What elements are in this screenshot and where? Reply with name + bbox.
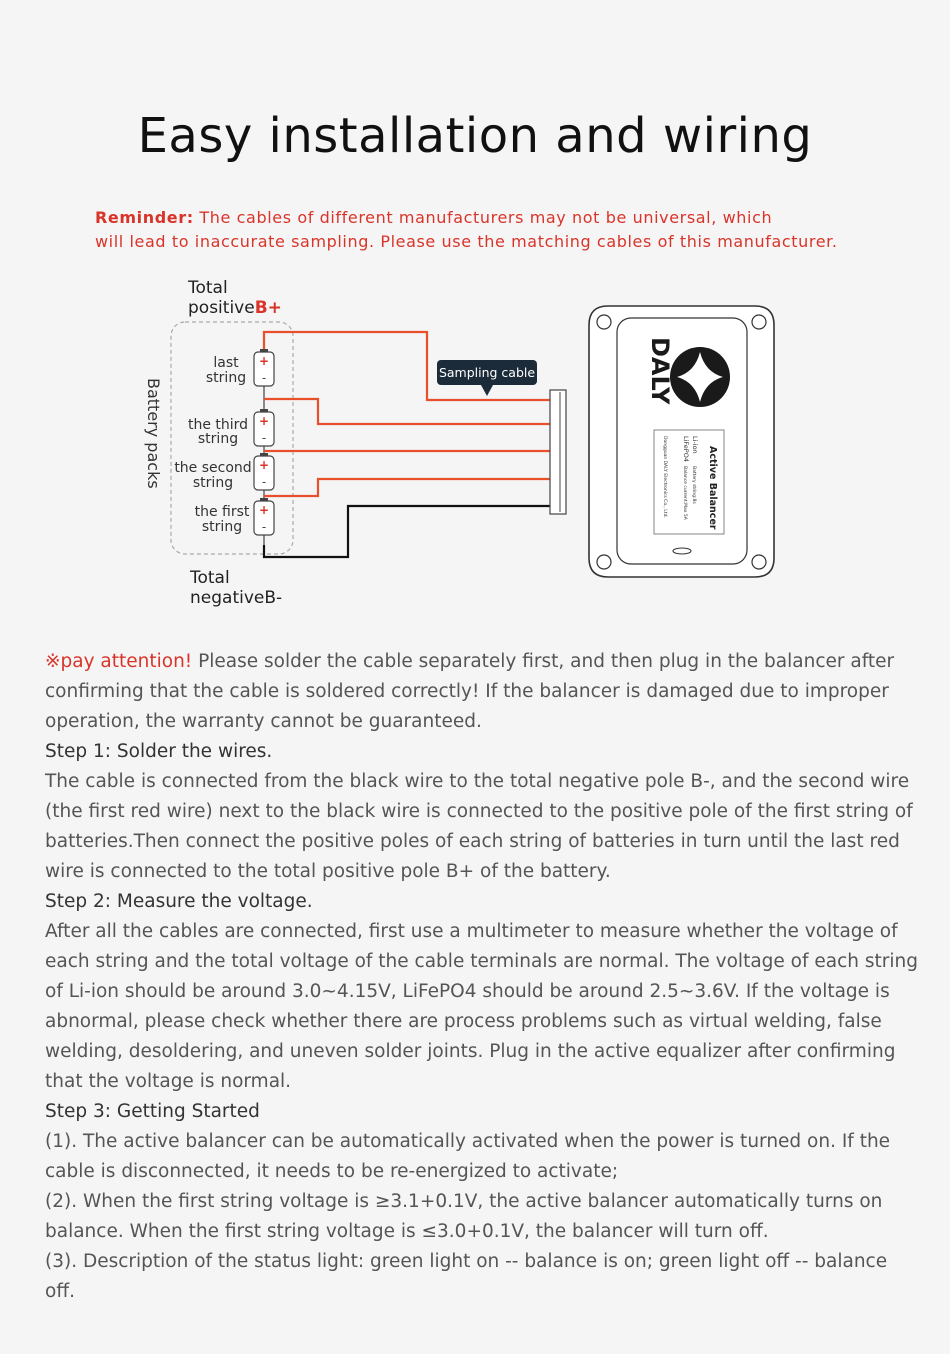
wire-total-negative bbox=[262, 504, 552, 559]
svg-text:-: - bbox=[262, 431, 266, 445]
wire-total-positive bbox=[262, 330, 552, 402]
svg-text:-: - bbox=[262, 520, 266, 534]
battery-cell-last: + - bbox=[253, 349, 275, 387]
battery-cell-second: + - bbox=[253, 453, 275, 491]
battery-cell-first: + - bbox=[253, 498, 275, 536]
string-label-third-1: the third bbox=[188, 417, 248, 433]
active-balancer-device: DALY Active Balancer Li-ion Battery stri… bbox=[588, 305, 775, 578]
device-maker: Dongguan DALY Electronics Co., Ltd. bbox=[662, 436, 668, 518]
svg-text:-: - bbox=[262, 475, 266, 489]
device-name: Active Balancer bbox=[707, 446, 718, 530]
battery-cell-third: + - bbox=[253, 409, 275, 447]
page-title: Easy installation and wiring bbox=[137, 108, 813, 164]
reminder-label: Reminder: bbox=[95, 208, 194, 227]
attention-paragraph: ※pay attention! Please solder the cable … bbox=[45, 647, 920, 737]
device-spec2b: Balance current:Max 5A bbox=[682, 466, 688, 521]
step3-item2: (2). When the first string voltage is ≥3… bbox=[45, 1191, 883, 1242]
device-spec2: LiFePO4 bbox=[682, 436, 690, 462]
step3-title: Step 3: Getting Started bbox=[45, 1101, 260, 1122]
cable-connector bbox=[549, 389, 567, 515]
status-light bbox=[672, 547, 692, 555]
string-label-first-2: string bbox=[202, 519, 242, 535]
instructions: ※pay attention! Please solder the cable … bbox=[45, 647, 920, 1307]
step1-title: Step 1: Solder the wires. bbox=[45, 741, 273, 762]
step2-title: Step 2: Measure the voltage. bbox=[45, 891, 313, 912]
sampling-cable-label: Sampling cable bbox=[437, 360, 537, 396]
reminder-note: Reminder: The cables of different manufa… bbox=[95, 206, 915, 254]
svg-text:Sampling cable: Sampling cable bbox=[439, 365, 535, 380]
step3-item3: (3). Description of the status light: gr… bbox=[45, 1251, 888, 1302]
step1-text: The cable is connected from the black wi… bbox=[45, 771, 913, 882]
device-spec1: Li-ion bbox=[691, 436, 699, 454]
svg-text:+: + bbox=[259, 414, 269, 428]
string-label-last-2: string bbox=[206, 370, 246, 386]
wire-third bbox=[264, 397, 552, 426]
battery-pack-outline bbox=[170, 321, 294, 555]
string-label-second-2: string bbox=[193, 475, 233, 491]
wire-first bbox=[264, 477, 552, 498]
string-label-second-1: the second bbox=[174, 460, 251, 476]
total-negative-label: Total bbox=[189, 568, 230, 588]
string-label-first-1: the first bbox=[195, 504, 250, 520]
svg-text:-: - bbox=[262, 371, 266, 385]
svg-text:+: + bbox=[259, 458, 269, 472]
battery-packs-label: Battery packs bbox=[144, 378, 163, 489]
attention-text: Please solder the cable separately first… bbox=[45, 651, 895, 732]
wiring-diagram: Total positiveB+ Battery packs last stri… bbox=[144, 278, 775, 608]
reminder-line1: The cables of different manufacturers ma… bbox=[193, 208, 773, 227]
device-spec1b: Battery string:8s bbox=[691, 466, 697, 504]
svg-text:+: + bbox=[259, 354, 269, 368]
reminder-line2: will lead to inaccurate sampling. Please… bbox=[95, 232, 838, 251]
string-label-third-2: string bbox=[198, 431, 238, 447]
step3-item1: (1). The active balancer can be automati… bbox=[45, 1131, 891, 1182]
device-brand: DALY bbox=[646, 337, 674, 405]
step2-text: After all the cables are connected, firs… bbox=[45, 921, 918, 1092]
string-label-last-1: last bbox=[213, 355, 239, 371]
total-negative-label-2: negativeB- bbox=[190, 588, 282, 608]
svg-text:+: + bbox=[259, 503, 269, 517]
attention-label: ※pay attention! bbox=[45, 651, 193, 672]
total-positive-label-2: positiveB+ bbox=[188, 298, 282, 318]
total-positive-label: Total bbox=[187, 278, 228, 298]
